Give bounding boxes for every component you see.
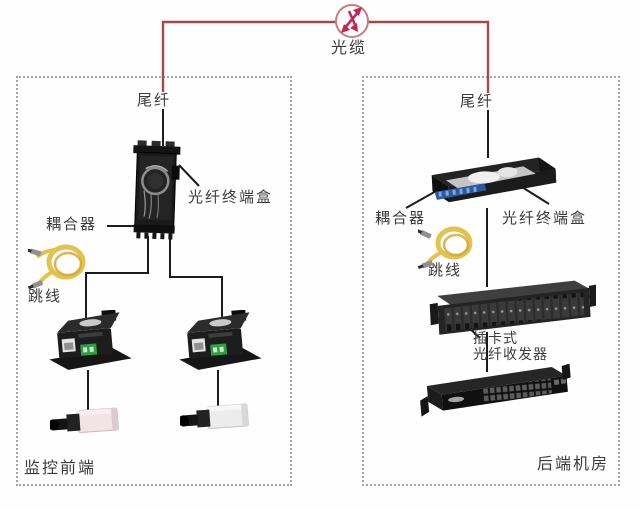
- back-transceiver-label-line2: 光纤收发器: [473, 347, 548, 364]
- card-transceiver-rack-image: [426, 278, 596, 338]
- back-zone-name: 后端机房: [537, 454, 610, 473]
- cctv-camera-image: [180, 396, 256, 444]
- media-converter-image: [46, 310, 132, 374]
- cable-node-circle: [335, 4, 369, 38]
- front-pigtail-label: 尾纤: [136, 91, 173, 110]
- front-jumper-label: 跳线: [28, 287, 63, 305]
- back-transceiver-label-line1: 插卡式: [473, 331, 518, 347]
- back-terminal-box-label: 光纤终端盒: [502, 209, 588, 227]
- back-fiber-jumper-image: [418, 221, 480, 271]
- media-converter-image: [176, 310, 262, 374]
- cable-label: 光缆: [331, 38, 368, 57]
- ethernet-switch-image: [418, 364, 574, 428]
- back-zone-box: [362, 76, 620, 486]
- front-terminal-box-label: 光纤终端盒: [188, 188, 274, 206]
- front-fiber-jumper-image: [28, 238, 92, 294]
- cctv-camera-image: [50, 400, 126, 448]
- back-transceiver-label: 插卡式 光纤收发器: [473, 331, 548, 363]
- bidirectional-arrows-icon: [341, 7, 362, 33]
- back-pigtail-label: 尾纤: [459, 92, 496, 111]
- front-zone-box: [16, 76, 292, 486]
- front-coupler-label: 耦合器: [46, 215, 98, 233]
- back-coupler-label: 耦合器: [375, 209, 427, 227]
- front-zone-name: 监控前端: [24, 458, 97, 477]
- wall-fiber-terminal-box-image: [127, 139, 187, 241]
- back-jumper-label: 跳线: [428, 261, 463, 279]
- rack-fiber-terminal-box-image: [422, 150, 562, 212]
